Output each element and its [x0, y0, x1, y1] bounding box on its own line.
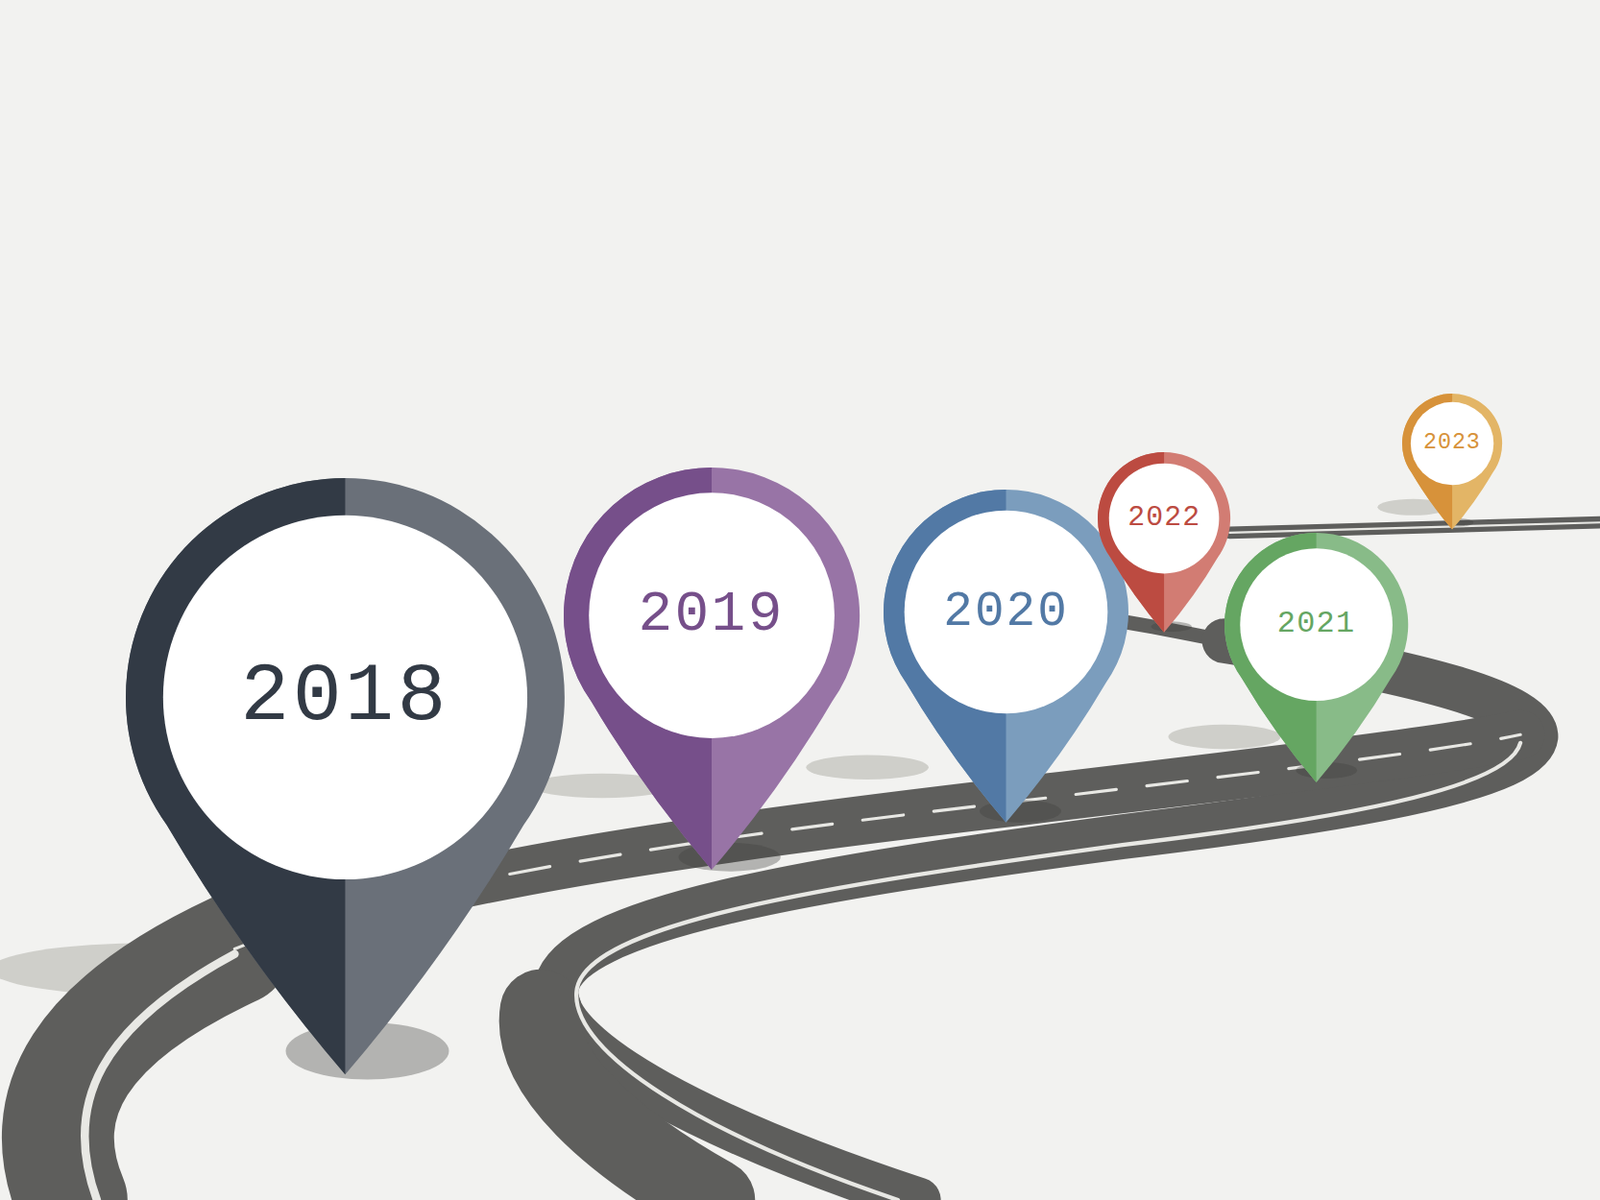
pin-label-area: 2018	[163, 515, 528, 880]
year-label: 2018	[240, 656, 450, 739]
pin-left-half	[125, 478, 345, 1075]
pin-right-half	[125, 478, 565, 1075]
pin-face	[588, 492, 835, 739]
pin-label-area: 2020	[904, 510, 1109, 715]
year-label: 2020	[943, 587, 1069, 637]
pin-right-half	[1224, 533, 1408, 783]
map-pin: 2023	[1402, 393, 1503, 531]
road-front	[57, 949, 235, 1200]
pin-left-half	[1224, 533, 1317, 783]
pin-left-half	[563, 467, 712, 871]
ground-patch	[1168, 725, 1282, 751]
pin-shape	[1224, 533, 1408, 783]
road-line	[1229, 522, 1600, 534]
pin-left-half	[1402, 393, 1453, 531]
pin-face	[163, 515, 528, 880]
pin-shape	[1097, 452, 1231, 633]
map-pin: 2021	[1224, 533, 1408, 783]
pin-face	[904, 510, 1109, 715]
pin-left-half	[883, 489, 1007, 824]
year-label: 2023	[1423, 432, 1481, 455]
pin-label-area: 2021	[1239, 548, 1393, 702]
road-line	[84, 954, 235, 1200]
pin-shape	[563, 467, 860, 871]
pin-face	[1109, 462, 1220, 574]
ground-patch	[805, 755, 929, 781]
pin-label-area: 2022	[1109, 462, 1220, 574]
pin-right-half	[1097, 452, 1231, 633]
map-pin: 2019	[563, 467, 860, 871]
pin-face	[1410, 402, 1494, 485]
pin-shape	[1402, 393, 1503, 531]
pin-face	[1239, 548, 1393, 702]
road-front-right	[539, 1010, 715, 1200]
pin-shape	[883, 489, 1129, 824]
pin-left-half	[1097, 452, 1164, 633]
pin-right-half	[563, 467, 860, 871]
map-pin: 2018	[125, 478, 565, 1075]
road-far	[1229, 522, 1600, 534]
year-label: 2019	[637, 586, 784, 645]
pin-right-half	[1402, 393, 1503, 531]
pin-label-area: 2019	[588, 492, 835, 739]
map-pin: 2022	[1097, 452, 1231, 633]
pin-right-half	[883, 489, 1129, 824]
pin-label-area: 2023	[1410, 402, 1494, 485]
map-pin: 2020	[883, 489, 1129, 824]
year-label: 2022	[1127, 504, 1201, 534]
pin-shape	[125, 478, 565, 1075]
year-label: 2021	[1277, 608, 1357, 640]
